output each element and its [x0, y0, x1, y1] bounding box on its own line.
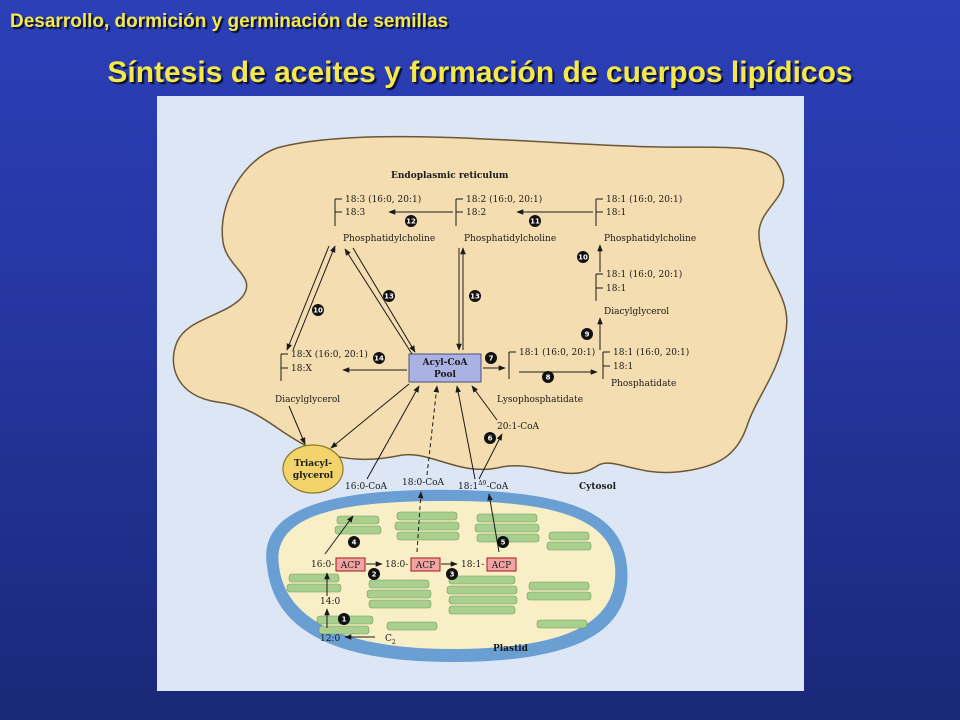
dag-left-line1: 18:X (16:0, 20:1): [291, 349, 368, 360]
acp-box-3: ACP: [486, 557, 517, 572]
pool-line2: Pool: [434, 370, 457, 380]
dag-right-line2: 18:1: [606, 284, 626, 294]
dag-left-name: Diacylglycerol: [275, 395, 340, 405]
step-6: 6: [484, 432, 496, 444]
pc-left-line1: 18:3 (16:0, 20:1): [345, 194, 421, 205]
step-2: 2: [368, 568, 380, 580]
step-9: 9: [581, 328, 593, 340]
svg-text:3: 3: [450, 571, 455, 579]
plastid-14-0: 14:0: [320, 597, 340, 607]
svg-text:7: 7: [489, 355, 494, 363]
svg-text:ACP: ACP: [491, 561, 511, 571]
plastid-18-1: 18:1-: [461, 560, 484, 570]
svg-text:8: 8: [546, 374, 551, 382]
pa-group: 18:1 (16:0, 20:1) 18:1 Phosphatidate: [602, 347, 689, 389]
step-markers: 1 2 3 4 5 6 7 8 9 10 10 11 12 13 13 14: [312, 215, 593, 625]
step-10-right: 10: [577, 251, 589, 263]
coa-18-1: 18:1Δ9-CoA: [458, 480, 509, 492]
step-12: 12: [405, 215, 417, 227]
pa-name: Phosphatidate: [611, 379, 676, 389]
step-10-left: 10: [312, 304, 324, 316]
pathway-arrows: [286, 209, 603, 640]
pc-left-group: 18:3 (16:0, 20:1) 18:3 Phosphatidylcholi…: [334, 194, 435, 244]
acyl-coa-pool: Acyl-CoA Pool: [408, 353, 482, 383]
step-4: 4: [348, 536, 360, 548]
acp-box-2: ACP: [410, 557, 441, 572]
coa-16-0: 16:0-CoA: [345, 482, 388, 492]
step-11: 11: [529, 215, 541, 227]
step-3: 3: [446, 568, 458, 580]
pa-line1: 18:1 (16:0, 20:1): [613, 347, 689, 358]
pc-right-line2: 18:1: [606, 208, 626, 218]
pc-right-line1: 18:1 (16:0, 20:1): [606, 194, 682, 205]
pc-mid-name: Phosphatidylcholine: [464, 234, 556, 244]
svg-text:12: 12: [406, 218, 416, 226]
svg-text:4: 4: [352, 539, 357, 547]
step-14: 14: [373, 352, 385, 364]
svg-text:13: 13: [470, 293, 480, 301]
step-13-left: 13: [383, 290, 395, 302]
plastid-label: Plastid: [493, 644, 529, 654]
tag-line1: Triacyl-: [294, 459, 332, 469]
plastid-18-0: 18:0-: [385, 560, 408, 570]
svg-text:10: 10: [578, 254, 588, 262]
cytosol-label: Cytosol: [579, 482, 617, 492]
pool-line1: Acyl-CoA: [422, 358, 469, 368]
svg-text:14: 14: [374, 355, 384, 363]
svg-text:11: 11: [530, 218, 540, 226]
er-membrane: [172, 135, 788, 475]
step-5: 5: [497, 536, 509, 548]
oil-body: Triacyl- glycerol: [282, 444, 344, 494]
c20-coa-label: 20:1-CoA: [497, 422, 540, 432]
dag-right-line1: 18:1 (16:0, 20:1): [606, 269, 682, 280]
tag-line2: glycerol: [293, 471, 334, 481]
lyso-name: Lysophosphatidate: [497, 395, 583, 405]
svg-text:ACP: ACP: [340, 561, 360, 571]
svg-text:ACP: ACP: [415, 561, 435, 571]
er-label: Endoplasmic reticulum: [391, 171, 509, 181]
svg-text:6: 6: [488, 435, 493, 443]
pc-mid-group: 18:2 (16:0, 20:1) 18:2 Phosphatidylcholi…: [455, 194, 556, 244]
plastid-16-0: 16:0-: [311, 560, 334, 570]
pc-right-group: 18:1 (16:0, 20:1) 18:1 Phosphatidylcholi…: [595, 194, 696, 244]
plastid-12-0: 12:0: [320, 634, 340, 644]
pc-left-line2: 18:3: [345, 208, 365, 218]
page-title: Síntesis de aceites y formación de cuerp…: [107, 56, 853, 89]
svg-text:13: 13: [384, 293, 394, 301]
dag-left-group: 18:X (16:0, 20:1) 18:X Diacylglycerol: [275, 349, 368, 405]
svg-text:9: 9: [585, 331, 590, 339]
pa-line2: 18:1: [613, 362, 633, 372]
plastid-c2: C2: [385, 634, 396, 646]
lyso-line1: 18:1 (16:0, 20:1): [519, 347, 595, 358]
step-8: 8: [542, 371, 554, 383]
svg-text:1: 1: [342, 616, 347, 624]
pc-mid-line2: 18:2: [466, 208, 486, 218]
pc-right-name: Phosphatidylcholine: [604, 234, 696, 244]
svg-text:2: 2: [372, 571, 377, 579]
step-7: 7: [485, 352, 497, 364]
pc-left-name: Phosphatidylcholine: [343, 234, 435, 244]
coa-18-0: 18:0-CoA: [402, 478, 445, 488]
lyso-group: 18:1 (16:0, 20:1) Lysophosphatidate: [497, 347, 595, 405]
step-13-mid: 13: [469, 290, 481, 302]
pc-mid-line1: 18:2 (16:0, 20:1): [466, 194, 542, 205]
acp-box-1: ACP: [335, 557, 366, 572]
dag-left-line2: 18:X: [291, 364, 312, 374]
step-1: 1: [338, 613, 350, 625]
lipid-synthesis-figure: Endoplasmic reticulum Cytosol Plastid 18…: [157, 96, 804, 691]
supertitle: Desarrollo, dormición y germinación de s…: [10, 11, 449, 32]
dag-right-group: 18:1 (16:0, 20:1) 18:1 Diacylglycerol: [595, 269, 682, 317]
svg-text:5: 5: [501, 539, 506, 547]
svg-text:10: 10: [313, 307, 323, 315]
dag-right-name: Diacylglycerol: [604, 307, 669, 317]
